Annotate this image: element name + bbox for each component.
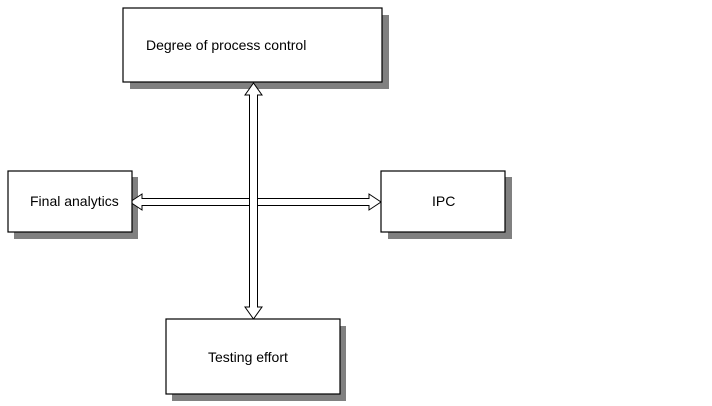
left-node-label: Final analytics <box>30 193 119 209</box>
bottom-node-label: Testing effort <box>208 349 288 365</box>
bottom-node: Testing effort <box>165 318 341 395</box>
bottom-node-box <box>165 318 341 395</box>
right-node-box <box>380 170 506 233</box>
top-node: Degree of process control <box>122 7 383 83</box>
left-node: Final analytics <box>7 170 133 233</box>
right-node: IPC <box>380 170 506 233</box>
left-node-box <box>7 170 133 233</box>
top-node-box <box>122 7 383 83</box>
right-node-label: IPC <box>432 193 455 209</box>
top-node-label: Degree of process control <box>146 37 306 53</box>
